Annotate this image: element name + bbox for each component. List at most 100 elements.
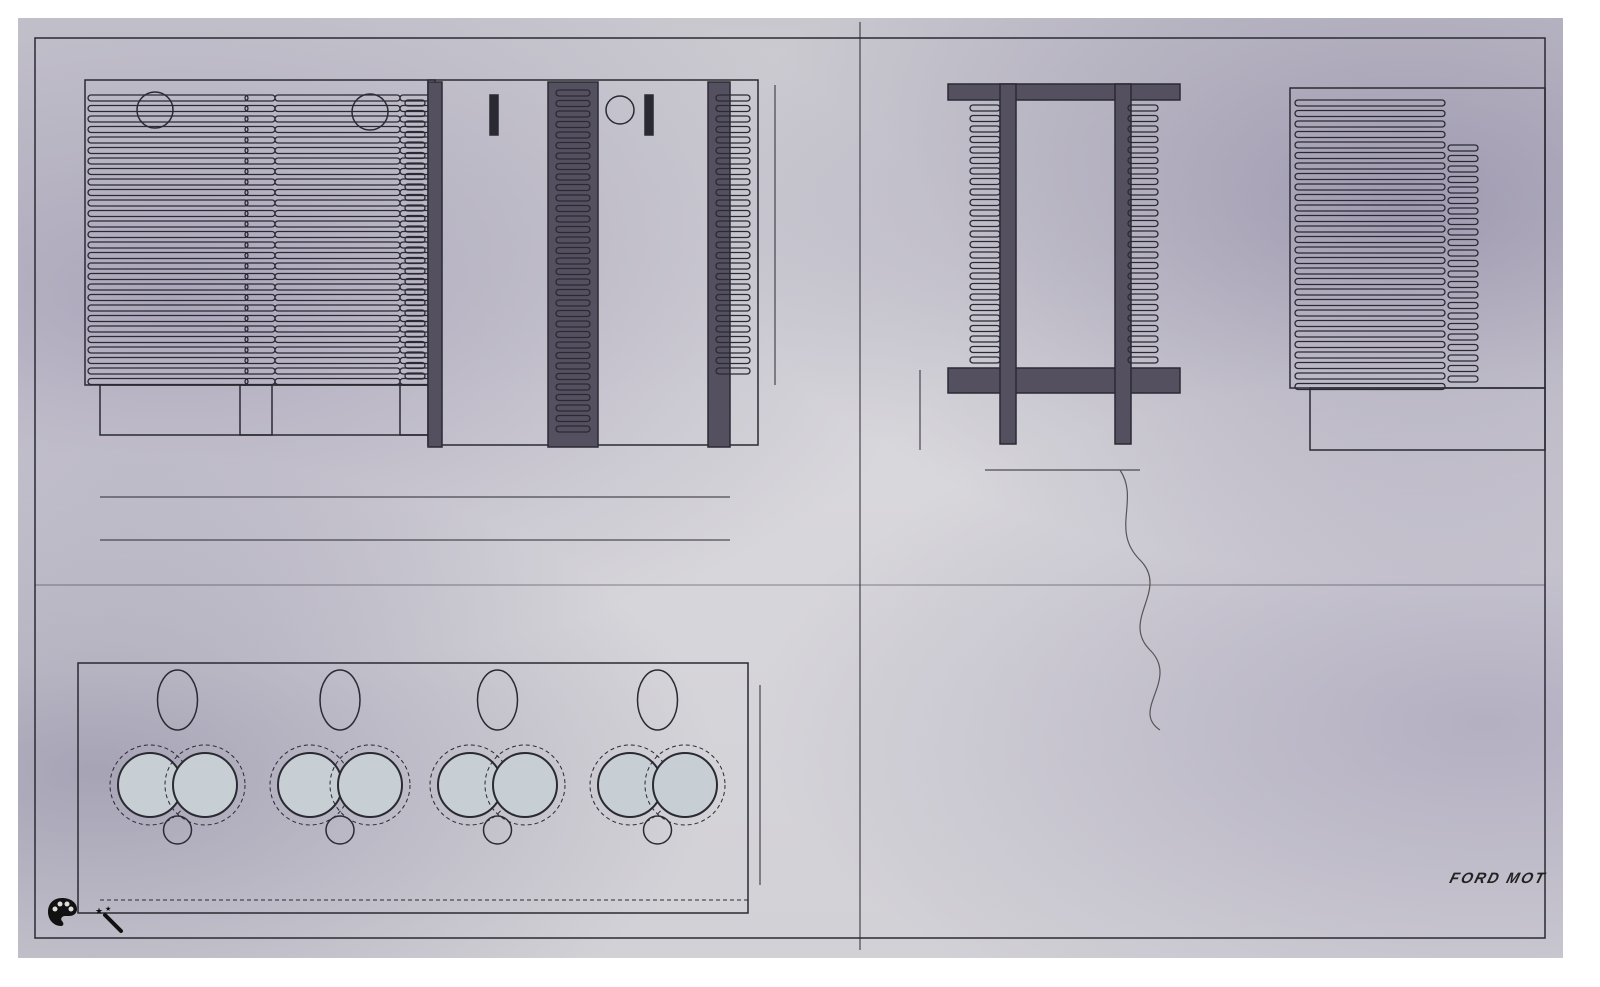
cooling-fin bbox=[715, 241, 751, 249]
cooling-fin bbox=[1127, 335, 1159, 343]
port-circle bbox=[136, 91, 174, 129]
cooling-fin bbox=[555, 351, 591, 360]
cooling-fin bbox=[87, 94, 249, 102]
cooling-fin bbox=[555, 152, 591, 160]
cooling-fin bbox=[404, 141, 426, 149]
cooling-fin bbox=[404, 120, 426, 128]
cooling-fin bbox=[87, 125, 249, 134]
cooling-fin bbox=[404, 277, 426, 286]
cooling-fin bbox=[969, 293, 1001, 301]
cooling-fin bbox=[969, 335, 1001, 343]
cooling-fin bbox=[87, 104, 249, 113]
cooling-fin bbox=[1447, 354, 1479, 362]
cooling-fin bbox=[87, 272, 249, 281]
cooling-fin bbox=[1127, 125, 1159, 133]
cooling-fin bbox=[1127, 209, 1159, 217]
cooling-fin bbox=[274, 199, 401, 207]
cooling-fin bbox=[404, 183, 426, 191]
cooling-fin bbox=[1447, 301, 1479, 310]
cooling-fin bbox=[1447, 175, 1479, 184]
support-boss bbox=[239, 384, 273, 436]
cooling-fin bbox=[1294, 183, 1446, 191]
cooling-fin bbox=[404, 256, 426, 265]
cooling-fin bbox=[244, 262, 276, 270]
cooling-fin bbox=[87, 367, 249, 375]
bottom-flange bbox=[947, 367, 1181, 394]
cooling-fin bbox=[404, 246, 426, 254]
cooling-fin bbox=[274, 377, 401, 386]
palette-icon[interactable] bbox=[45, 895, 79, 929]
cooling-fin bbox=[274, 367, 401, 375]
cooling-fin bbox=[969, 209, 1001, 217]
title-block-text: FORD MOT bbox=[1447, 870, 1549, 887]
cooling-fin bbox=[87, 356, 249, 365]
cooling-fin bbox=[969, 177, 1001, 186]
cooling-fin bbox=[404, 225, 426, 233]
cooling-fin bbox=[244, 283, 276, 291]
cooling-fin bbox=[87, 335, 249, 344]
section-wall bbox=[707, 81, 731, 448]
cooling-fin bbox=[274, 262, 401, 270]
cooling-fin bbox=[1127, 240, 1159, 249]
cooling-fin bbox=[404, 319, 426, 328]
cooling-fin bbox=[87, 283, 249, 291]
cooling-fin bbox=[715, 157, 751, 165]
cooling-fin bbox=[969, 314, 1001, 322]
cooling-fin bbox=[404, 204, 426, 212]
cooling-fin bbox=[1447, 207, 1479, 215]
cooling-fin bbox=[715, 293, 751, 302]
cooling-fin bbox=[969, 251, 1001, 259]
section-wall bbox=[999, 83, 1017, 445]
cooling-fin bbox=[404, 309, 426, 317]
cooling-fin bbox=[969, 114, 1001, 123]
cooling-fin bbox=[87, 209, 249, 218]
base-flange bbox=[1309, 387, 1546, 451]
cooling-fin bbox=[715, 314, 751, 323]
cooling-fin bbox=[969, 324, 1001, 333]
cooling-fin bbox=[1127, 146, 1159, 154]
cooling-fin bbox=[87, 167, 249, 176]
cooling-fin bbox=[715, 209, 751, 218]
cooling-fin bbox=[244, 199, 276, 207]
cooling-fin bbox=[87, 377, 249, 386]
paper-sheet bbox=[18, 18, 1563, 958]
cooling-fin bbox=[1447, 322, 1479, 331]
cooling-fin bbox=[87, 136, 249, 144]
cooling-fin bbox=[715, 356, 751, 365]
port-outline bbox=[644, 744, 726, 826]
cooling-fin bbox=[404, 193, 426, 202]
cooling-fin bbox=[969, 167, 1001, 175]
cooling-fin bbox=[404, 330, 426, 338]
cooling-fin bbox=[1447, 375, 1479, 383]
cooling-fin bbox=[274, 125, 401, 134]
cooling-fin bbox=[244, 241, 276, 249]
cooling-fin bbox=[715, 335, 751, 344]
svg-text:★: ★ bbox=[95, 906, 103, 916]
cooling-fin bbox=[969, 188, 1001, 196]
cooling-fin bbox=[555, 215, 591, 223]
cooling-fin bbox=[274, 304, 401, 312]
cooling-fin bbox=[715, 136, 751, 144]
cooling-fin bbox=[404, 99, 426, 107]
cooling-fin bbox=[244, 272, 276, 281]
cooling-fin bbox=[555, 225, 591, 234]
cooling-fin bbox=[1294, 382, 1446, 391]
magic-wand-icon[interactable]: ★★ bbox=[95, 905, 125, 935]
cooling-fin bbox=[87, 262, 249, 270]
cooling-fin bbox=[715, 346, 751, 354]
cooling-fin bbox=[404, 130, 426, 139]
cooling-fin bbox=[555, 278, 591, 286]
cooling-fin bbox=[274, 241, 401, 249]
head-boss bbox=[156, 669, 199, 731]
cooling-fin bbox=[1294, 214, 1446, 223]
cooling-fin bbox=[555, 194, 591, 202]
cooling-fin bbox=[555, 267, 591, 276]
cooling-fin bbox=[274, 314, 401, 323]
cooling-fin bbox=[274, 104, 401, 113]
cooling-fin bbox=[1294, 277, 1446, 286]
cooling-fin bbox=[274, 230, 401, 239]
cooling-fin bbox=[274, 293, 401, 302]
cooling-fin bbox=[1447, 259, 1479, 268]
cooling-fin bbox=[1127, 114, 1159, 123]
base-flange bbox=[99, 384, 431, 436]
